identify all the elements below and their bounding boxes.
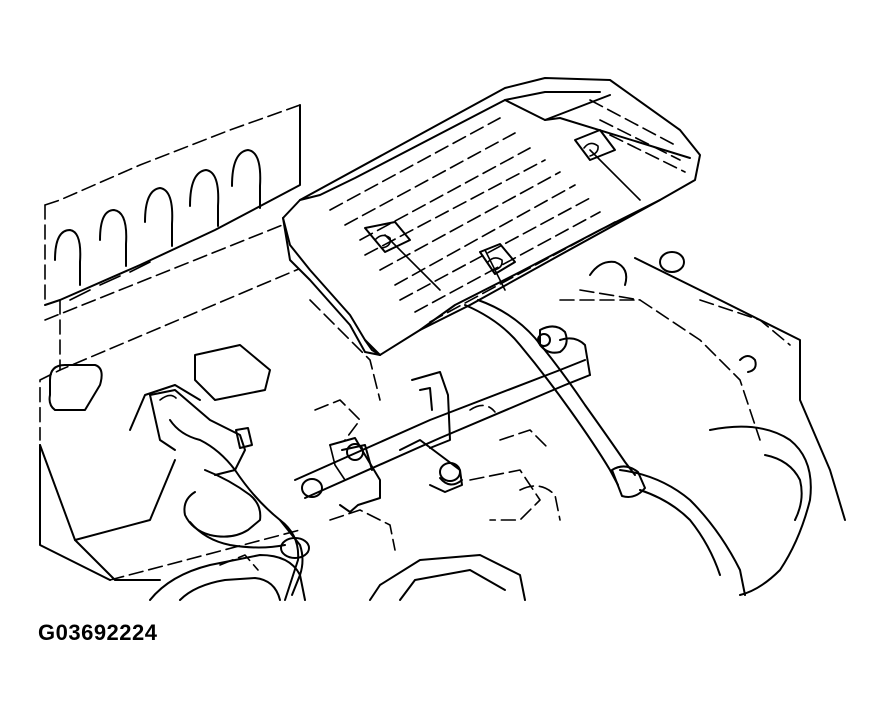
engine-cover [282, 77, 701, 356]
engine-block [39, 384, 301, 581]
figure-id-label: G03692224 [38, 620, 158, 645]
intake-manifold [39, 104, 321, 441]
engine-details [301, 289, 791, 551]
hose [464, 299, 646, 498]
throttle-bracket [149, 389, 310, 601]
lower-plenum [149, 554, 526, 601]
clamp-bracket-center [399, 371, 463, 493]
clamp-bracket-left [329, 437, 381, 513]
right-components [559, 251, 846, 596]
